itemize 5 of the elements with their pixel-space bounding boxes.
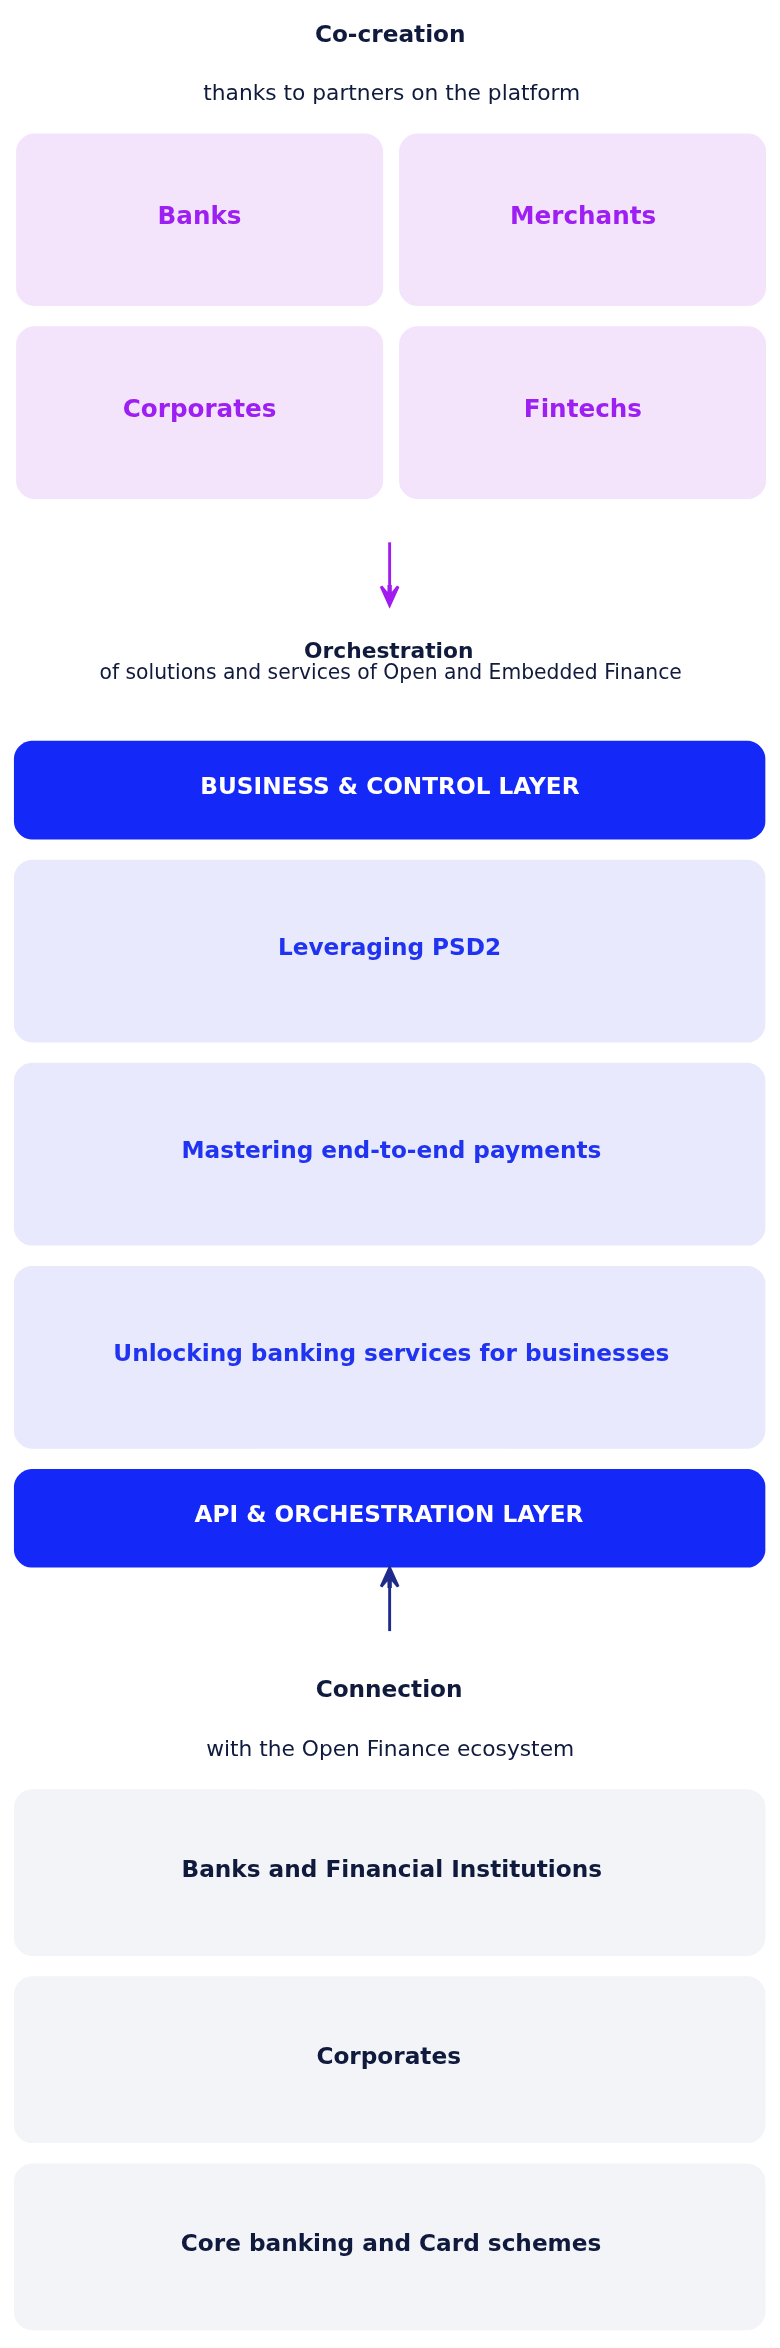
label: Co-creation: [314, 19, 466, 47]
label: with the Open Finance ecosystem: [206, 1735, 575, 1761]
label: Connection: [315, 1674, 463, 1702]
label: thanks to partners on the platform: [203, 79, 581, 105]
node-text: Orchestration of solutions and services of Open and Embedded Finance: [99, 637, 682, 684]
